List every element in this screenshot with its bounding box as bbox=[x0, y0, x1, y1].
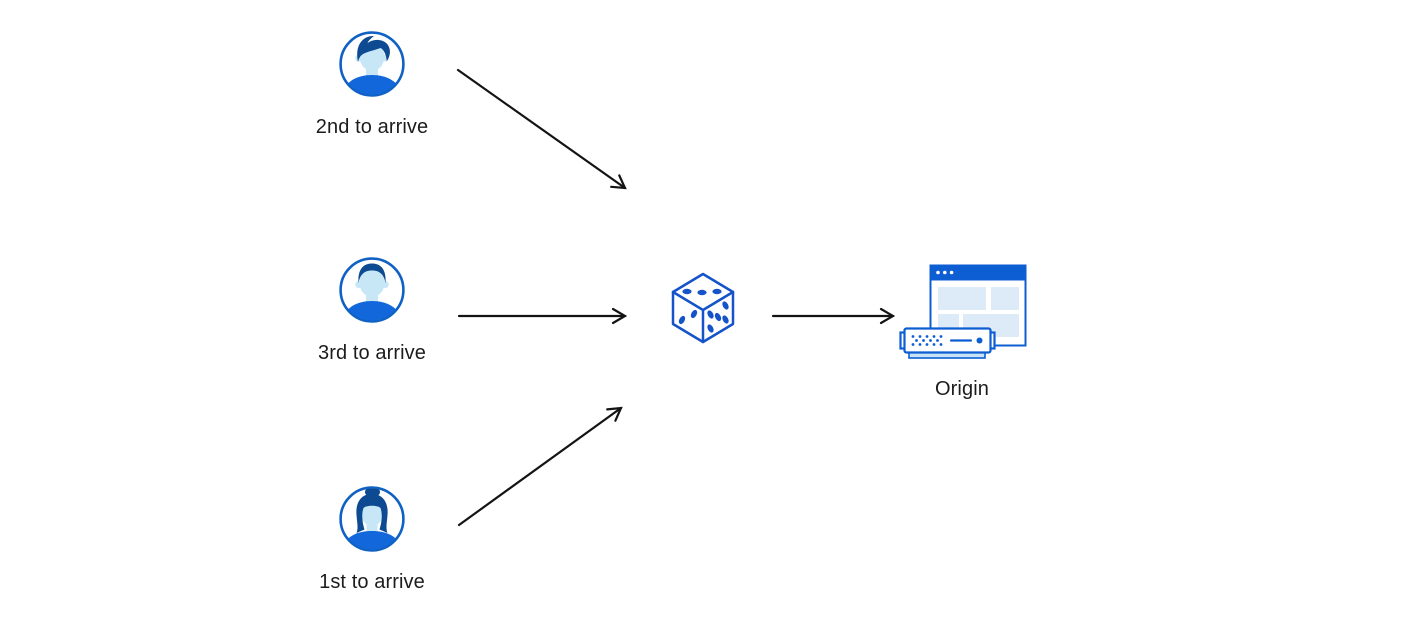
user-label-1st: 1st to arrive bbox=[319, 571, 425, 593]
content-panel bbox=[938, 287, 986, 310]
content-panel bbox=[991, 287, 1019, 310]
dice-pip bbox=[682, 288, 692, 295]
content-panel bbox=[938, 314, 959, 330]
dice-pip bbox=[722, 301, 729, 310]
dice-pip bbox=[707, 324, 714, 333]
server-body bbox=[903, 327, 992, 354]
arrow-user2nd-to-dice bbox=[456, 68, 627, 190]
titlebar-dot bbox=[936, 270, 940, 275]
dice-inner-edges bbox=[671, 290, 735, 344]
origin-label: Origin bbox=[935, 378, 989, 400]
dice-pip bbox=[714, 312, 722, 322]
avatar-hair bbox=[358, 263, 386, 283]
browser-titlebar bbox=[929, 264, 1027, 281]
dice-pip bbox=[707, 310, 714, 319]
user-female-bun-avatar-icon bbox=[339, 486, 405, 552]
server-appliance bbox=[899, 327, 996, 359]
user-node-1st: 1st to arrive bbox=[292, 485, 452, 593]
avatar-face bbox=[359, 269, 385, 297]
user-label-2nd: 2nd to arrive bbox=[315, 116, 429, 138]
origin-node: Origin bbox=[896, 260, 1028, 400]
dice-pip bbox=[712, 288, 722, 295]
dice-pip bbox=[678, 315, 686, 325]
user-node-3rd: 3rd to arrive bbox=[292, 256, 452, 364]
user-label-3rd: 3rd to arrive bbox=[317, 342, 426, 364]
server-led bbox=[976, 337, 983, 344]
user-node-2nd: 2nd to arrive bbox=[292, 30, 452, 138]
dice-node bbox=[671, 271, 735, 345]
dice-pip bbox=[722, 315, 729, 324]
dice-icon bbox=[671, 272, 735, 344]
titlebar-dot bbox=[943, 270, 947, 275]
origin-server-icon bbox=[899, 264, 1027, 359]
titlebar-dot bbox=[949, 270, 954, 275]
user-male-short-avatar-icon bbox=[339, 257, 405, 323]
dice-pip bbox=[690, 309, 698, 319]
avatar-hair bbox=[356, 494, 388, 533]
user-male-swept-avatar-icon bbox=[339, 31, 405, 97]
arrow-user1st-to-dice bbox=[457, 406, 623, 527]
avatar-hair bbox=[357, 35, 390, 62]
dice-pip bbox=[697, 289, 707, 296]
server-vents bbox=[911, 335, 943, 346]
